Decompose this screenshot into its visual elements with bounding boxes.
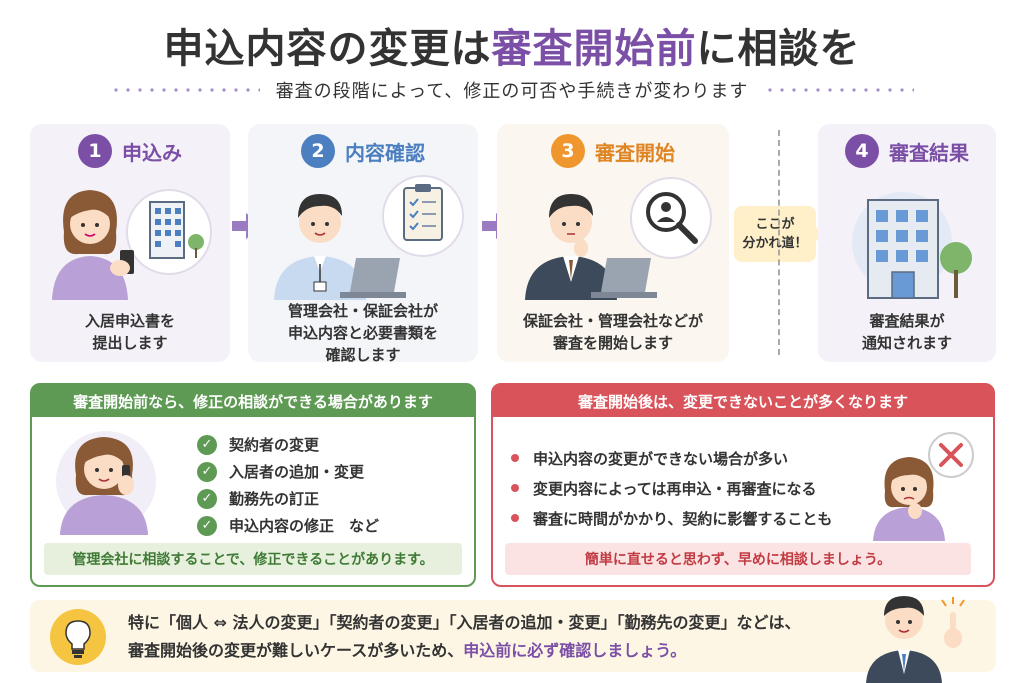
check-item-label: 契約者の変更	[229, 436, 320, 454]
tip-bar	[30, 600, 996, 672]
bullet-item: 審査に時間がかかり、契約に影響することも	[511, 503, 832, 533]
check-item-label: 申込内容の修正 など	[229, 517, 380, 535]
bullet-item-label: 申込内容の変更ができない場合が多い	[533, 449, 789, 468]
step-text-1-line1: 入居申込書を	[84, 312, 175, 330]
step-card-4: 4 審査結果 審査結果が 通知されます	[818, 124, 996, 362]
man-pointing-illustration	[866, 596, 965, 683]
step-head-2: 2 内容確認	[248, 134, 478, 168]
bullet-item-label: 変更内容によっては再申込・再審査になる	[533, 479, 817, 498]
before-review-note: 管理会社に相談することで、修正できることがあります。	[44, 543, 462, 575]
bullet-dot-icon	[511, 454, 519, 462]
tip-line2-main: 審査開始後の変更が難しいケースが多いため、	[128, 641, 464, 660]
building-icon	[852, 192, 972, 299]
applicant-phone-illustration	[52, 189, 212, 300]
bullet-dot-icon	[511, 514, 519, 522]
fork-callout: ここが 分かれ道！	[734, 206, 816, 262]
worried-woman-illustration	[873, 432, 974, 541]
check-item-label: 入居者の追加・変更	[229, 463, 365, 481]
step-text-4-line2: 通知されます	[861, 334, 952, 352]
tip-line2: 審査開始後の変更が難しいケースが多いため、申込前に必ず確認しましょう。	[128, 637, 801, 665]
staff-laptop-illustration	[274, 175, 464, 300]
step-head-1: 1 申込み	[30, 134, 230, 168]
step-card-2: 2 内容確認 管理会社・保証会社が 申込内容と必要書類を 確認します	[248, 124, 478, 364]
bullet-dot-icon	[511, 484, 519, 492]
step-text-3-line1: 保証会社・管理会社などが	[522, 312, 703, 330]
step-card-3: 3 審査開始 保証会社・管理会社などが 審査を開始します	[497, 124, 729, 362]
step-text-2-line1: 管理会社・保証会社が	[287, 302, 438, 320]
fork-callout-line1: ここが	[755, 217, 795, 232]
title-tail: に相談を	[696, 26, 861, 72]
dotted-divider-right	[764, 88, 915, 92]
check-item: ✓ 契約者の変更	[197, 431, 379, 458]
dashed-divider	[778, 130, 780, 355]
page-title: 申込内容の変更は審査開始前に相談を	[0, 16, 1024, 74]
after-review-heading: 審査開始後は、変更できないことが多くなります	[493, 385, 993, 417]
step-text-2: 管理会社・保証会社が 申込内容と必要書類を 確認します	[248, 300, 478, 366]
step-title-3: 審査開始	[595, 140, 675, 165]
before-review-panel: 審査開始前なら、修正の相談ができる場合があります ✓ 契約者の変更 ✓ 入居者の追加…	[30, 383, 476, 587]
before-review-heading: 審査開始前なら、修正の相談ができる場合があります	[32, 385, 474, 417]
after-review-note: 簡単に直せると思わず、早めに相談しましょう。	[505, 543, 971, 575]
step-text-1: 入居申込書を 提出します	[30, 310, 230, 354]
dotted-divider-left	[109, 88, 260, 92]
step-text-1-line2: 提出します	[92, 334, 168, 352]
after-review-panel: 審査開始後は、変更できないことが多くなります 申込内容の変更ができない場合が多い…	[491, 383, 995, 587]
lightbulb-icon	[50, 609, 106, 665]
check-item: ✓ 入居者の追加・変更	[197, 458, 379, 485]
arrow-right-icon-1	[232, 213, 262, 239]
step-head-3: 3 審査開始	[497, 134, 729, 168]
check-icon: ✓	[197, 461, 217, 482]
bullet-item: 変更内容によっては再申込・再審査になる	[511, 473, 832, 503]
step-text-3: 保証会社・管理会社などが 審査を開始します	[497, 310, 729, 354]
bullet-item: 申込内容の変更ができない場合が多い	[511, 443, 832, 473]
subtitle: 審査の段階によって、修正の可否や手続きが変わります	[275, 81, 749, 102]
fork-callout-line2: 分かれ道！	[742, 236, 808, 251]
reviewer-magnifier-illustration	[525, 177, 712, 300]
tip-line2-accent: 申込前に必ず確認しましょう。	[463, 641, 687, 660]
subtitle-row: 審査の段階によって、修正の可否や手続きが変わります	[0, 78, 1024, 102]
step-text-4: 審査結果が 通知されます	[818, 310, 996, 354]
bullet-item-label: 審査に時間がかかり、契約に影響することも	[533, 509, 833, 528]
check-icon: ✓	[197, 434, 217, 455]
step-number-1: 1	[78, 134, 112, 168]
check-item-label: 勤務先の訂正	[229, 490, 320, 508]
step-title-4: 審査結果	[889, 140, 969, 165]
after-bullet-list: 申込内容の変更ができない場合が多い 変更内容によっては再申込・再審査になる 審査…	[511, 443, 832, 533]
tip-line1: 特に「個人 ⇔ 法人の変更」「契約者の変更」「入居者の追加・変更」「勤務先の変更…	[128, 613, 801, 632]
check-item: ✓ 申込内容の修正 など	[197, 512, 379, 539]
title-main: 申込内容の変更は	[163, 26, 492, 72]
step-number-3: 3	[551, 134, 585, 168]
check-item: ✓ 勤務先の訂正	[197, 485, 379, 512]
step-number-4: 4	[845, 134, 879, 168]
before-check-list: ✓ 契約者の変更 ✓ 入居者の追加・変更 ✓ 勤務先の訂正 ✓ 申込内容の修正 など	[197, 431, 379, 539]
check-icon: ✓	[197, 488, 217, 509]
step-text-3-line2: 審査を開始します	[552, 334, 673, 352]
step-card-1: 1 申込み 入居申込書を 提出します	[30, 124, 230, 362]
check-icon: ✓	[197, 515, 217, 536]
step-text-4-line1: 審査結果が	[869, 312, 945, 330]
step-title-1: 申込み	[122, 140, 182, 165]
tip-text: 特に「個人 ⇔ 法人の変更」「契約者の変更」「入居者の追加・変更」「勤務先の変更…	[128, 609, 801, 665]
step-text-2-line3: 確認します	[325, 346, 401, 364]
title-accent: 審査開始前	[491, 26, 697, 72]
step-title-2: 内容確認	[345, 140, 425, 165]
step-number-2: 2	[301, 134, 335, 168]
step-text-2-line2: 申込内容と必要書類を	[287, 324, 438, 342]
step-head-4: 4 審査結果	[818, 134, 996, 168]
woman-on-phone-illustration	[56, 431, 156, 535]
